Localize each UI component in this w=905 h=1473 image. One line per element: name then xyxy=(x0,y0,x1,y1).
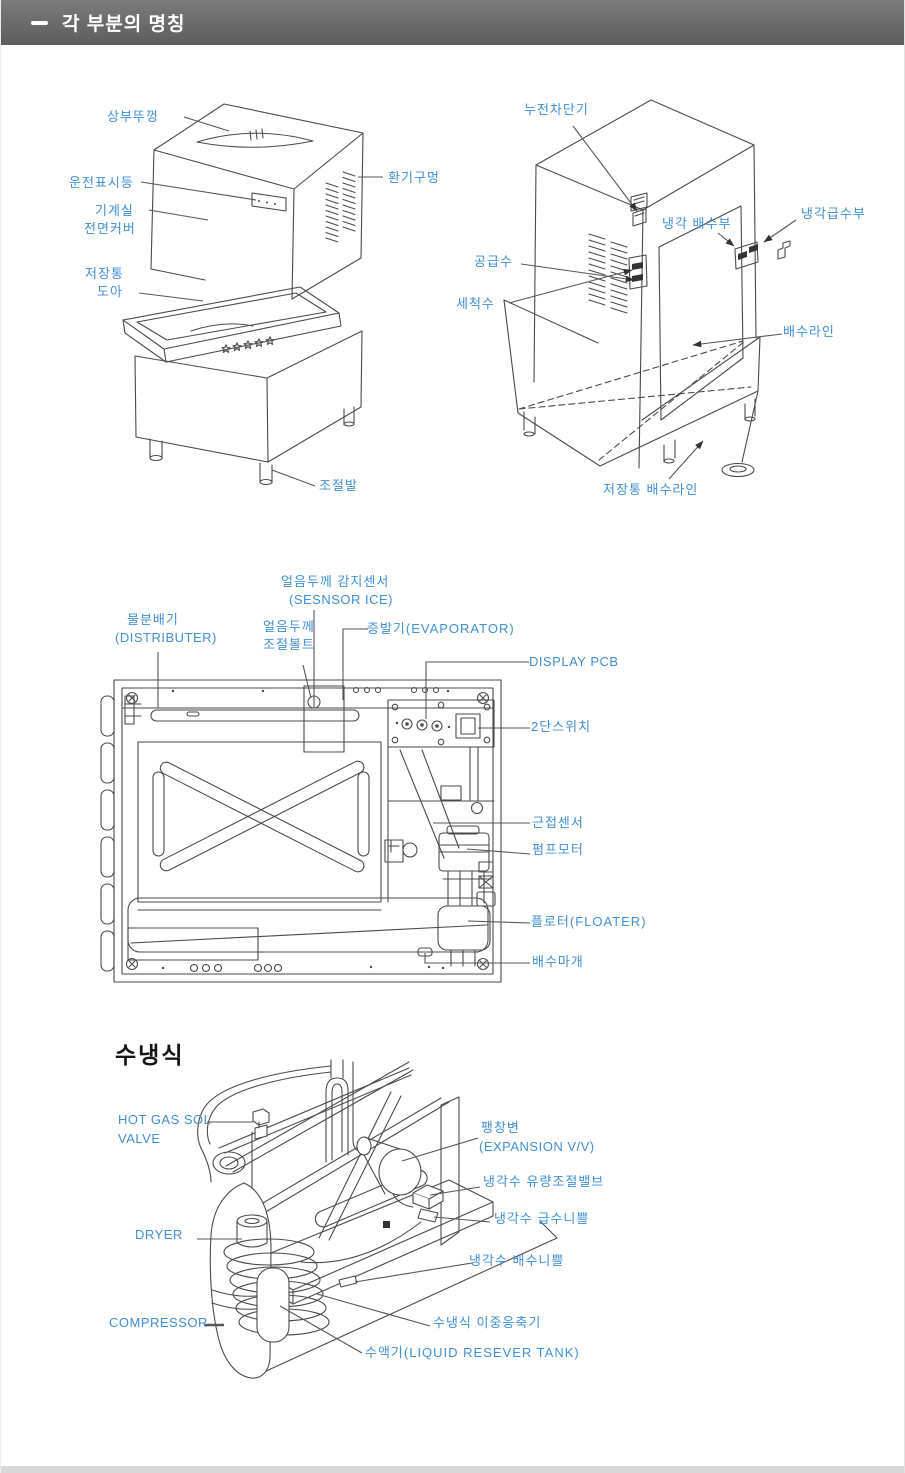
label-evaporator: 증발기(EVAPORATOR) xyxy=(367,621,515,636)
label-drain-line: 배수라인 xyxy=(783,324,835,339)
label-dryer: DRYER xyxy=(135,1227,183,1242)
label-ice-sensor-1: 얼음두께 감지센서 xyxy=(281,574,390,589)
label-two-stage-switch: 2단스위치 xyxy=(531,719,592,734)
label-cooling-supply: 냉각급수부 xyxy=(801,206,866,221)
label-bin-door-1: 저장통 xyxy=(85,266,124,281)
label-machine-room-1: 기계실 xyxy=(95,203,134,218)
label-cooling-drain: 냉각 배수부 xyxy=(662,216,732,231)
label-bin-door-2: 도아 xyxy=(97,284,123,299)
label-bin-drain-line: 저장통 배수라인 xyxy=(603,482,699,497)
label-floater: 플로터(FLOATER) xyxy=(531,914,647,929)
label-hot-gas-1: HOT GAS SOL xyxy=(118,1112,212,1127)
dash-icon xyxy=(31,20,48,25)
label-receiver-tank: 수액기(LIQUID RESEVER TANK) xyxy=(365,1345,580,1360)
label-supply-nipple: 냉각수 급수니쁠 xyxy=(494,1211,590,1226)
label-drain-plug: 배수마개 xyxy=(532,954,584,969)
label-expansion-1: 팽창변 xyxy=(481,1120,520,1135)
label-adjust-bolt-1: 얼음두께 xyxy=(263,619,315,634)
label-breaker: 누전차단기 xyxy=(524,102,589,117)
label-display-pcb: DISPLAY PCB xyxy=(529,654,619,669)
internal-view-diagram xyxy=(100,679,502,983)
label-vent-hole: 환기구멍 xyxy=(388,170,440,185)
label-adjust-bolt-2: 조절볼트 xyxy=(263,637,315,652)
page-bottom-edge xyxy=(1,1466,904,1473)
label-flow-valve: 냉각수 유량조절밸브 xyxy=(483,1174,605,1189)
label-supply-water: 공급수 xyxy=(474,254,513,269)
rear-view-diagram xyxy=(503,99,791,478)
water-cooled-title: 수냉식 xyxy=(115,1042,185,1068)
label-adjust-foot: 조절발 xyxy=(319,478,358,493)
leader-lines xyxy=(138,116,797,1354)
label-double-condenser: 수냉식 이중응축기 xyxy=(433,1315,542,1330)
label-distributor-2: (DISTRIBUTER) xyxy=(115,630,217,645)
label-drain-nipple: 냉각수 배수니쁠 xyxy=(469,1253,565,1268)
label-distributor-1: 물분배기 xyxy=(127,612,179,627)
label-proximity-sensor: 근접센서 xyxy=(532,815,584,830)
label-indicator-lamp: 운전표시등 xyxy=(69,175,134,190)
section-header: 각 부분의 명칭 xyxy=(1,0,904,45)
label-machine-room-2: 전면커버 xyxy=(84,221,136,236)
page-title: 각 부분의 명칭 xyxy=(62,14,186,35)
label-hot-gas-2: VALVE xyxy=(118,1131,161,1146)
front-view-diagram xyxy=(122,103,364,486)
label-pump-motor: 펌프모터 xyxy=(532,842,584,857)
label-wash-water: 세척수 xyxy=(456,296,495,311)
label-compressor: COMPRESSOR xyxy=(109,1315,208,1330)
label-expansion-2: (EXPANSION V/V) xyxy=(479,1139,595,1154)
label-top-cover: 상부뚜껑 xyxy=(107,109,159,124)
water-cooled-diagram xyxy=(197,1059,558,1379)
label-ice-sensor-2: (SESNSOR ICE) xyxy=(289,592,394,607)
